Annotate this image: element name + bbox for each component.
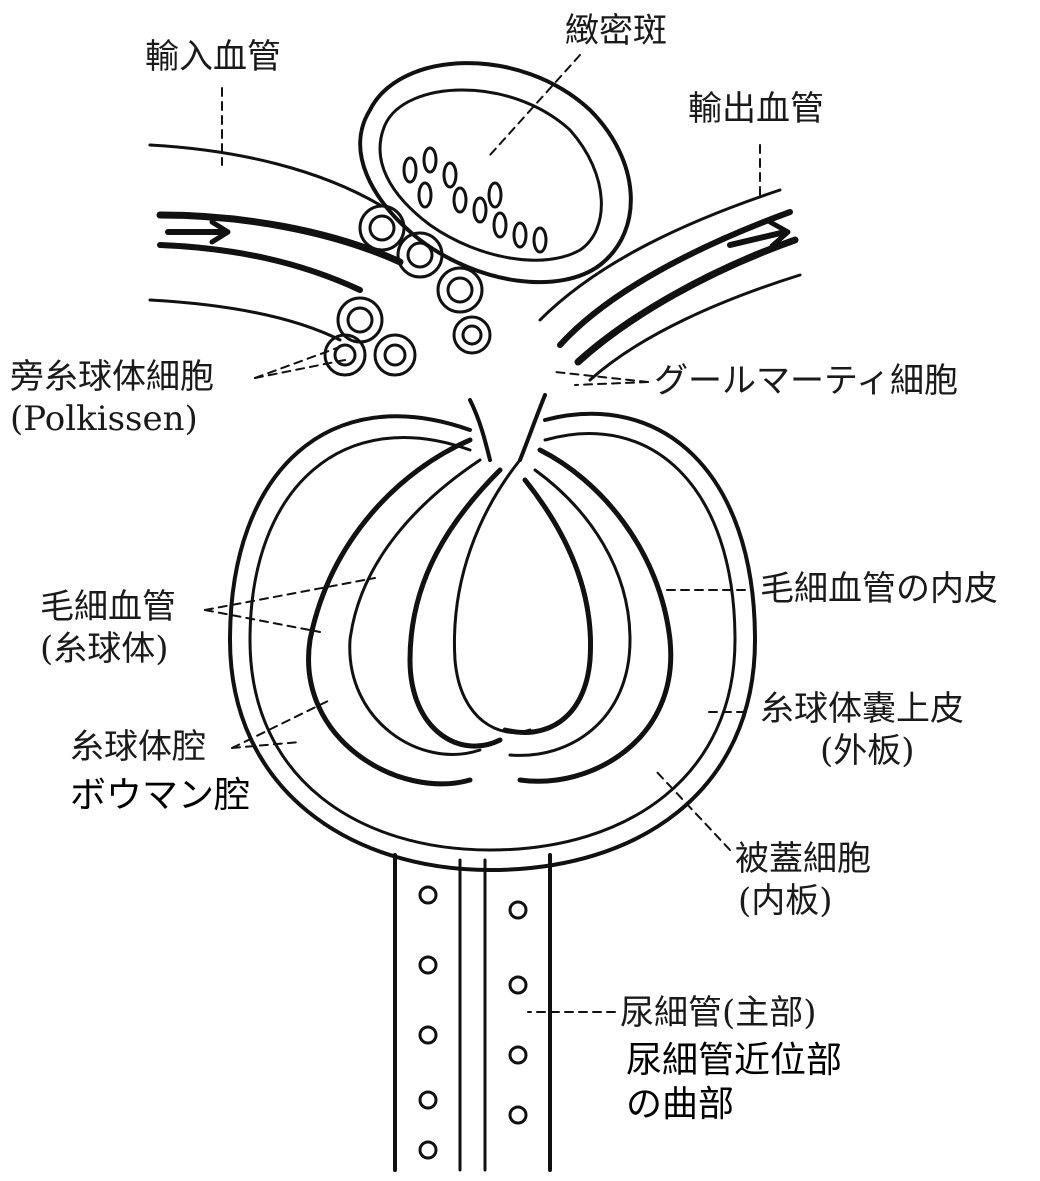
vascular-stalk [470, 395, 545, 460]
label-proximal-tubule-line1: 尿細管近位部 [626, 1040, 842, 1081]
capillary-loops [309, 440, 671, 784]
leader-jg-cells-1 [255, 345, 345, 378]
label-glomerulus: (糸球体) [40, 630, 169, 669]
proximal-tubule [395, 855, 550, 1170]
label-goormaghtigh-cells: グールマーティ細胞 [654, 362, 958, 401]
label-capillary-endothelium: 毛細血管の内皮 [760, 570, 998, 609]
label-capsule-epithelium: 糸球体嚢上皮 [760, 690, 964, 729]
label-tubule-main: 尿細管(主部) [620, 994, 817, 1033]
leader-podocyte [655, 770, 730, 850]
macula-densa-tubule [360, 63, 631, 282]
proximal-tubule-nuclei [420, 887, 526, 1158]
macula-densa-cells [404, 148, 546, 252]
leader-glomerular-cavity-2 [232, 742, 300, 748]
leader-capillary-2 [205, 610, 320, 632]
efferent-arteriole [540, 190, 800, 380]
label-polkissen: (Polkissen) [10, 400, 198, 439]
label-glomerular-cavity: 糸球体腔 [70, 728, 206, 767]
label-capillary: 毛細血管 [40, 588, 176, 627]
label-macula-densa: 緻密斑 [565, 12, 667, 51]
label-bowman-space: ボウマン腔 [70, 775, 250, 816]
label-inner-layer: (内板) [738, 882, 833, 921]
leader-glomerular-cavity-1 [232, 700, 330, 748]
label-proximal-tubule-line2: の曲部 [626, 1084, 734, 1125]
label-podocyte: 被蓋細胞 [735, 840, 871, 879]
afferent-arteriole [150, 145, 400, 340]
leader-goormaghtigh-1 [555, 372, 648, 382]
leader-goormaghtigh-2 [575, 382, 648, 385]
label-outer-layer: (外板) [820, 732, 915, 771]
label-efferent-arteriole: 輸出血管 [688, 90, 824, 129]
label-juxtaglomerular-cells: 旁糸球体細胞 [10, 358, 214, 397]
label-afferent-arteriole: 輸入血管 [145, 38, 281, 77]
